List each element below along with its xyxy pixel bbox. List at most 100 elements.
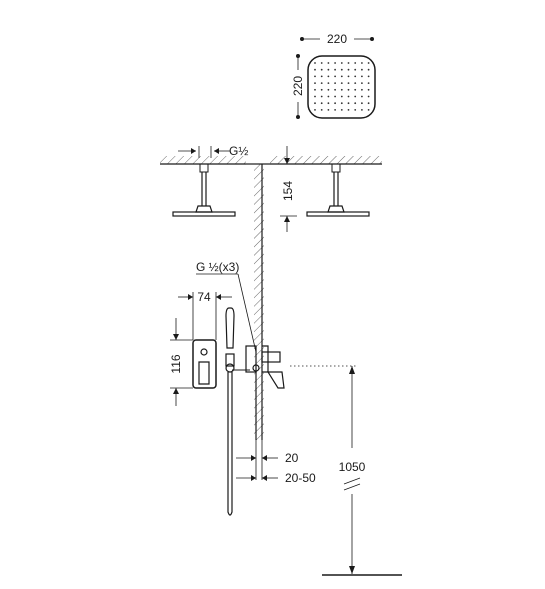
nozzle-dot bbox=[334, 102, 336, 105]
hand-shower bbox=[225, 307, 250, 516]
nozzle-dot bbox=[334, 109, 336, 111]
nozzle-dot bbox=[327, 95, 330, 98]
nozzle-dot bbox=[367, 75, 370, 78]
nozzle-dot bbox=[327, 88, 330, 91]
nozzle-dot bbox=[340, 62, 343, 64]
nozzle-dot bbox=[314, 109, 316, 111]
nozzle-dot bbox=[347, 82, 350, 84]
nozzle-dot bbox=[327, 109, 330, 111]
nozzle-dot bbox=[354, 82, 357, 84]
mixer-valve-side bbox=[245, 345, 285, 440]
wall-plate bbox=[192, 339, 217, 389]
nozzle-dot bbox=[347, 68, 350, 71]
nozzle-dot bbox=[354, 68, 357, 71]
nozzle-dot bbox=[361, 68, 363, 71]
nozzle-grid bbox=[314, 62, 370, 111]
nozzle-dot bbox=[327, 62, 330, 64]
dim-dot bbox=[296, 54, 300, 58]
nozzle-dot bbox=[354, 75, 357, 78]
dim-dot bbox=[296, 115, 300, 119]
nozzle-dot bbox=[361, 82, 363, 84]
head-height-label: 220 bbox=[291, 76, 305, 96]
wall-depth-label: 20 bbox=[285, 451, 299, 465]
nozzle-dot bbox=[354, 88, 357, 91]
nozzle-dot bbox=[361, 75, 363, 78]
dim-dot bbox=[300, 37, 304, 41]
thread-dimension-top: G½ bbox=[178, 144, 248, 158]
mixer-front-view bbox=[192, 339, 217, 389]
nozzle-dot bbox=[327, 75, 330, 78]
shower-head-top-view: 220 220 bbox=[288, 30, 376, 119]
nozzle-dot bbox=[361, 95, 363, 98]
nozzle-dot bbox=[347, 109, 350, 111]
nozzle-dot bbox=[320, 68, 323, 71]
valve-thread-callout: G ½(x3) bbox=[196, 260, 257, 353]
nozzle-dot bbox=[347, 102, 350, 105]
nozzle-dot bbox=[320, 102, 323, 105]
valve-thread-label: G ½(x3) bbox=[196, 260, 239, 274]
nozzle-dot bbox=[361, 102, 363, 105]
nozzle-dot bbox=[367, 95, 370, 98]
nozzle-dot bbox=[367, 102, 370, 105]
nozzle-dot bbox=[314, 88, 316, 91]
valve-height-label: 1050 bbox=[339, 460, 366, 474]
nozzle-dot bbox=[320, 62, 323, 64]
nozzle-dot bbox=[347, 75, 350, 78]
nozzle-dot bbox=[361, 88, 363, 91]
nozzle-dot bbox=[367, 62, 370, 64]
nozzle-dot bbox=[367, 88, 370, 91]
nozzle-dot bbox=[334, 88, 336, 91]
dim-dot bbox=[370, 37, 374, 41]
nozzle-dot bbox=[334, 82, 336, 84]
plate-width-label: 74 bbox=[197, 290, 211, 304]
head-width-label: 220 bbox=[327, 32, 347, 46]
nozzle-dot bbox=[327, 82, 330, 84]
nozzle-dot bbox=[334, 95, 336, 98]
nozzle-dot bbox=[320, 82, 323, 84]
nozzle-dot bbox=[361, 109, 363, 111]
wall-range-label: 20-50 bbox=[285, 471, 316, 485]
nozzle-dot bbox=[340, 109, 343, 111]
nozzle-dot bbox=[340, 82, 343, 84]
nozzle-dot bbox=[334, 75, 336, 78]
nozzle-dot bbox=[340, 75, 343, 78]
nozzle-dot bbox=[314, 102, 316, 105]
nozzle-dot bbox=[334, 62, 336, 64]
nozzle-dot bbox=[314, 68, 316, 71]
nozzle-dot bbox=[320, 95, 323, 98]
nozzle-dot bbox=[361, 62, 363, 64]
nozzle-dot bbox=[340, 68, 343, 71]
nozzle-dot bbox=[354, 62, 357, 64]
nozzle-dot bbox=[314, 62, 316, 64]
nozzle-dot bbox=[320, 109, 323, 111]
nozzle-dot bbox=[354, 95, 357, 98]
arm-length-label: 154 bbox=[281, 181, 295, 201]
nozzle-dot bbox=[327, 102, 330, 105]
nozzle-dot bbox=[340, 88, 343, 91]
nozzle-dot bbox=[327, 68, 330, 71]
nozzle-dot bbox=[367, 109, 370, 111]
arm-length-dimension: 154 bbox=[280, 146, 297, 232]
square-shower-head bbox=[307, 55, 376, 119]
nozzle-dot bbox=[314, 75, 316, 78]
nozzle-dot bbox=[320, 88, 323, 91]
nozzle-dot bbox=[314, 95, 316, 98]
nozzle-dot bbox=[367, 82, 370, 84]
nozzle-dot bbox=[354, 109, 357, 111]
wall-depth-dimensions: 20 20-50 bbox=[236, 440, 316, 485]
nozzle-dot bbox=[340, 95, 343, 98]
nozzle-dot bbox=[347, 62, 350, 64]
ceiling bbox=[160, 156, 382, 165]
plate-dimensions: 74 116 bbox=[169, 290, 232, 406]
thread-top-label: G½ bbox=[229, 144, 248, 158]
nozzle-dot bbox=[347, 88, 350, 91]
nozzle-dot bbox=[367, 68, 370, 71]
wall bbox=[246, 163, 270, 440]
valve-height-dimension: 1050 bbox=[290, 365, 402, 576]
rain-shower-right bbox=[306, 163, 370, 217]
rain-shower-left bbox=[172, 163, 236, 217]
nozzle-dot bbox=[340, 102, 343, 105]
nozzle-dot bbox=[347, 95, 350, 98]
